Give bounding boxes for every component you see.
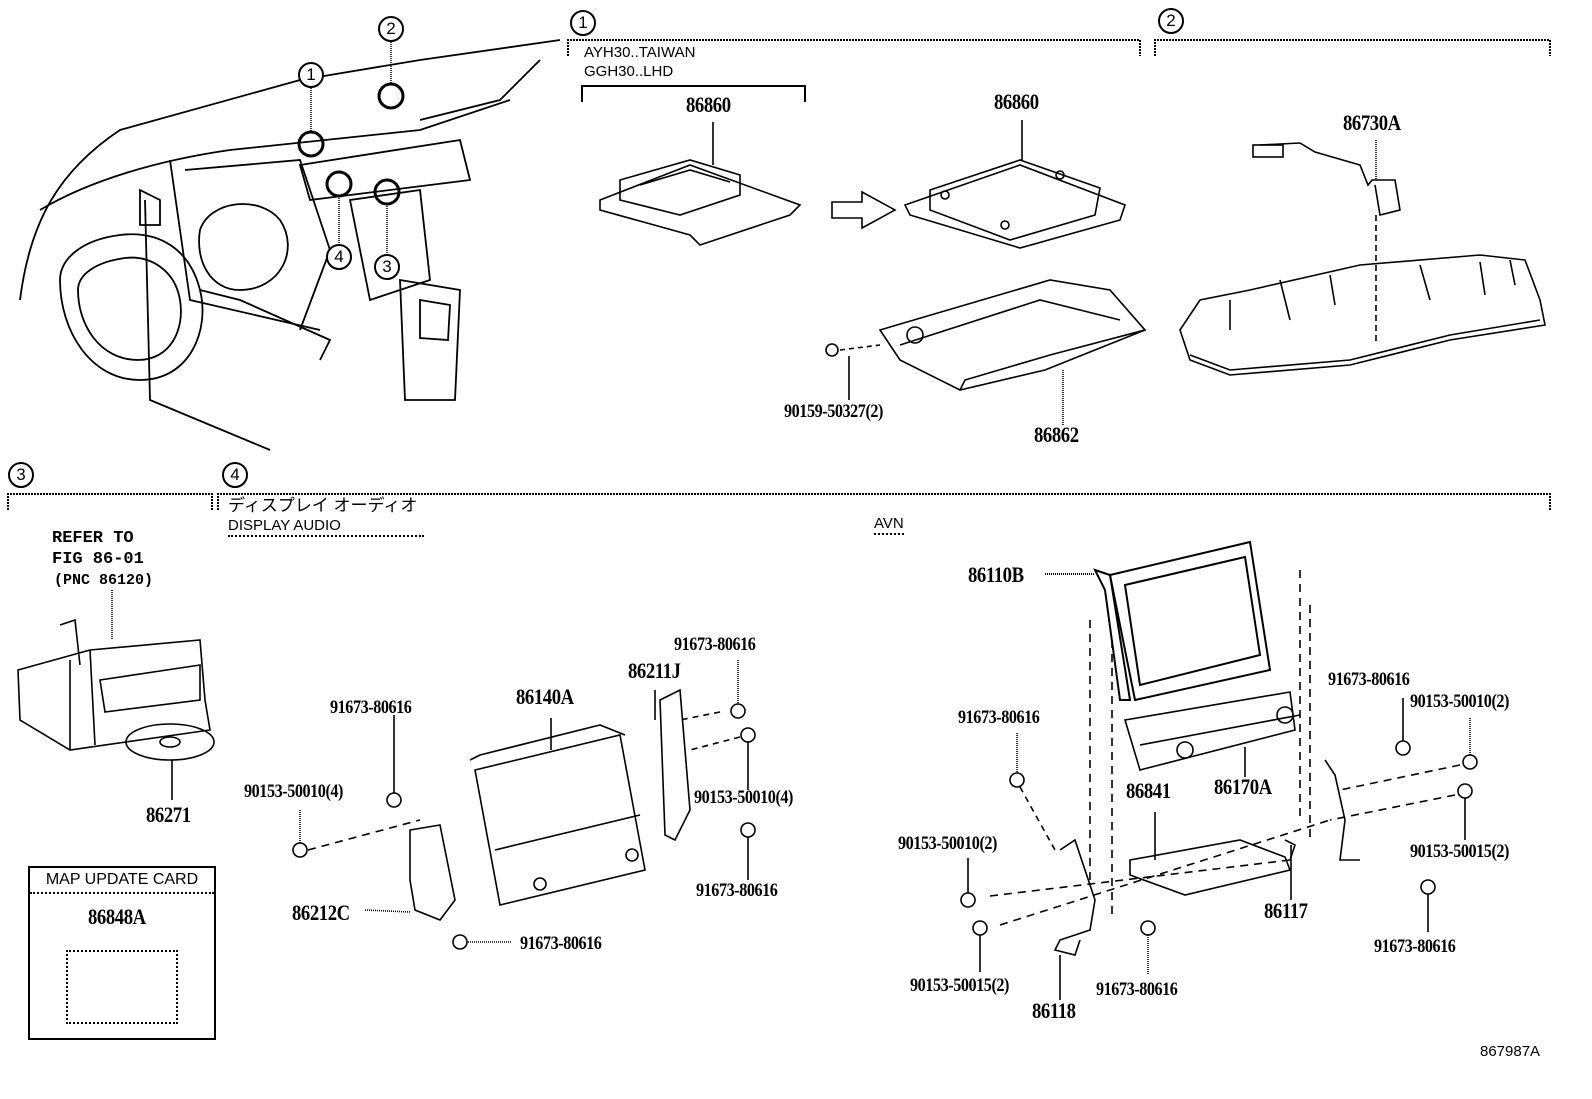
variant-note-ggh30: GGH30..LHD bbox=[584, 63, 674, 80]
variant-note-ayh30: AYH30..TAIWAN bbox=[584, 44, 696, 61]
part-label-86211j[interactable]: 86211J bbox=[628, 658, 681, 683]
audio-unit-drawing bbox=[17, 590, 211, 751]
section-3-callout: 3 bbox=[8, 462, 34, 488]
refer-line-3: (PNC 86120) bbox=[54, 572, 154, 589]
part-label-86730a[interactable]: 86730A bbox=[1343, 110, 1401, 135]
display-audio-unit-drawing bbox=[469, 718, 646, 906]
avn-title: AVN bbox=[874, 516, 904, 535]
refer-to-note: REFER TO FIG 86-01 bbox=[52, 528, 144, 571]
part-86730a-drawing bbox=[1252, 140, 1401, 345]
part-label-86110b[interactable]: 86110B bbox=[968, 562, 1024, 587]
part-label-86860-new[interactable]: 86860 bbox=[994, 89, 1039, 114]
part-label-91673-80616-avn-right-top[interactable]: 91673-80616 bbox=[1328, 669, 1410, 690]
bracket-section-4 bbox=[217, 493, 1551, 510]
bracket-section-3 bbox=[7, 493, 213, 510]
callout-4-overview: 4 bbox=[326, 244, 352, 270]
part-label-86271[interactable]: 86271 bbox=[146, 802, 191, 827]
avn-display-drawing bbox=[1045, 540, 1272, 702]
part-label-86841[interactable]: 86841 bbox=[1126, 778, 1171, 803]
map-update-card-title: MAP UPDATE CARD bbox=[30, 868, 214, 894]
part-label-86118[interactable]: 86118 bbox=[1032, 998, 1076, 1023]
avn-brackets-drawing bbox=[1053, 759, 1360, 1000]
part-label-91673-80616-avn-right-bottom[interactable]: 91673-80616 bbox=[1374, 936, 1456, 957]
part-label-90153-50010-da-left[interactable]: 90153-50010(4) bbox=[244, 781, 344, 802]
display-audio-brackets-drawing bbox=[364, 688, 691, 921]
part-label-90153-50010-avn-right[interactable]: 90153-50010(2) bbox=[1410, 691, 1510, 712]
bracket-section-2 bbox=[1154, 39, 1551, 56]
location-markers bbox=[297, 82, 405, 206]
vehicle-interior-illustration bbox=[19, 39, 561, 451]
part-label-91673-80616-avn-left-top[interactable]: 91673-80616 bbox=[958, 707, 1040, 728]
part-86862-bracket-drawing bbox=[878, 279, 1147, 425]
avn-guide-lines bbox=[1089, 570, 1311, 920]
part-label-91673-80616-da-top-right[interactable]: 91673-80616 bbox=[674, 634, 756, 655]
part-label-91673-80616-avn-left-bottom[interactable]: 91673-80616 bbox=[1096, 979, 1178, 1000]
part-label-86212c[interactable]: 86212C bbox=[292, 900, 350, 925]
figure-number: 867987A bbox=[1480, 1043, 1541, 1060]
map-update-card-box: MAP UPDATE CARD 86848A bbox=[28, 866, 216, 1040]
callout-1-overview: 1 bbox=[298, 62, 324, 88]
section-1-callout: 1 bbox=[570, 10, 596, 36]
disc-86271-drawing bbox=[125, 723, 215, 800]
part-label-86140a[interactable]: 86140A bbox=[516, 684, 574, 709]
arrow-replacement-icon bbox=[831, 190, 897, 230]
part-label-86170a[interactable]: 86170A bbox=[1214, 774, 1272, 799]
screw-90159-drawing bbox=[825, 343, 881, 400]
location-leaders bbox=[310, 40, 392, 254]
refer-line-2[interactable]: FIG 86-01 bbox=[52, 550, 144, 570]
section-2-callout: 2 bbox=[1158, 8, 1184, 34]
part-label-90153-50015-avn-left[interactable]: 90153-50015(2) bbox=[910, 975, 1010, 996]
part-86860-new-drawing bbox=[903, 120, 1127, 249]
overhead-console-drawing bbox=[1179, 254, 1546, 376]
avn-module-drawing bbox=[1129, 812, 1292, 896]
section-brackets bbox=[7, 39, 1551, 510]
refer-line-1: REFER TO bbox=[52, 529, 134, 548]
display-audio-fasteners-drawing bbox=[292, 660, 756, 950]
map-update-card-icon bbox=[66, 950, 178, 1024]
avn-control-panel-drawing bbox=[1123, 691, 1301, 777]
part-label-86862[interactable]: 86862 bbox=[1034, 422, 1079, 447]
section-4-callout: 4 bbox=[222, 462, 248, 488]
part-label-90153-50015-avn-right[interactable]: 90153-50015(2) bbox=[1410, 841, 1510, 862]
part-label-86848a[interactable]: 86848A bbox=[88, 904, 146, 929]
bracket-section-1 bbox=[567, 39, 1141, 56]
part-label-86117[interactable]: 86117 bbox=[1264, 898, 1308, 923]
display-audio-title-jp: ディスプレイ オーディオ bbox=[228, 496, 418, 515]
part-label-91673-80616-da-bottom[interactable]: 91673-80616 bbox=[520, 933, 602, 954]
part-86860-old-drawing bbox=[599, 122, 802, 246]
part-label-90159-50327[interactable]: 90159-50327(2) bbox=[784, 401, 884, 422]
part-label-86860-old[interactable]: 86860 bbox=[686, 92, 731, 117]
display-audio-title-en: DISPLAY AUDIO bbox=[228, 518, 424, 537]
callout-2-overview: 2 bbox=[378, 16, 404, 42]
part-label-90153-50010-avn-left[interactable]: 90153-50010(2) bbox=[898, 833, 998, 854]
avn-fasteners-drawing bbox=[960, 698, 1478, 975]
callout-3-overview: 3 bbox=[374, 254, 400, 280]
bracket-variant-ayh30 bbox=[581, 85, 806, 102]
part-label-91673-80616-da-top-left[interactable]: 91673-80616 bbox=[330, 697, 412, 718]
part-label-91673-80616-da-right-lower[interactable]: 91673-80616 bbox=[696, 880, 778, 901]
part-label-90153-50010-da-right[interactable]: 90153-50010(4) bbox=[694, 787, 794, 808]
